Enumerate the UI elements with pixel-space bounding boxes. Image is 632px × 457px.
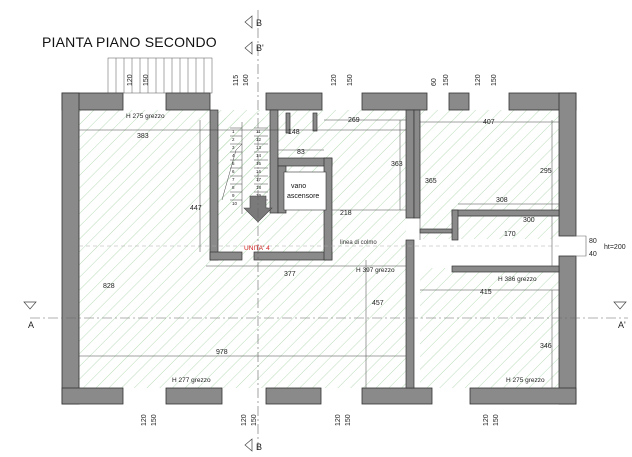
page-title: PIANTA PIANO SECONDO <box>42 34 217 50</box>
svg-text:120: 120 <box>127 74 134 86</box>
interior-walls <box>209 109 560 389</box>
svg-text:H 386 grezzo: H 386 grezzo <box>498 276 537 283</box>
svg-text:218: 218 <box>340 210 352 217</box>
section-a-left-label: A <box>28 320 34 330</box>
balcony-railing <box>107 57 213 94</box>
svg-text:160: 160 <box>243 74 250 86</box>
svg-text:363: 363 <box>391 161 403 168</box>
svg-text:170: 170 <box>504 231 516 238</box>
svg-text:115: 115 <box>233 75 240 86</box>
section-b-top-label: B <box>256 18 262 28</box>
svg-text:H 277 grezzo: H 277 grezzo <box>172 377 211 384</box>
svg-text:H 275 grezzo: H 275 grezzo <box>506 377 545 384</box>
svg-text:308: 308 <box>496 197 508 204</box>
svg-text:18: 18 <box>256 185 262 190</box>
svg-text:3: 3 <box>232 145 235 150</box>
svg-text:H 397 grezzo: H 397 grezzo <box>356 267 395 274</box>
section-markers <box>23 15 627 452</box>
svg-text:120: 120 <box>241 414 248 426</box>
lift-label-line2: ascensore <box>287 193 319 200</box>
svg-text:447: 447 <box>190 205 202 212</box>
svg-text:120: 120 <box>483 414 490 426</box>
top-window-dims: 120 150 115 160 120 150 60 150 120 150 <box>127 74 498 86</box>
svg-text:16: 16 <box>256 169 262 174</box>
room-fills <box>79 110 559 388</box>
svg-text:295: 295 <box>540 168 552 175</box>
svg-text:300: 300 <box>523 217 535 224</box>
svg-text:150: 150 <box>345 414 352 426</box>
svg-text:11: 11 <box>256 129 261 134</box>
svg-text:150: 150 <box>151 414 158 426</box>
svg-text:120: 120 <box>331 74 338 86</box>
svg-text:2: 2 <box>232 137 235 142</box>
section-a-right-label: A' <box>618 320 626 330</box>
svg-text:407: 407 <box>483 119 495 126</box>
svg-text:150: 150 <box>493 414 500 426</box>
svg-text:40: 40 <box>589 251 597 258</box>
svg-text:8: 8 <box>232 185 235 190</box>
svg-text:150: 150 <box>443 74 450 86</box>
dimension-lines <box>78 110 559 388</box>
svg-text:148: 148 <box>288 129 300 136</box>
svg-text:5: 5 <box>232 161 235 166</box>
svg-text:60: 60 <box>431 78 438 86</box>
svg-text:269: 269 <box>348 117 360 124</box>
svg-text:120: 120 <box>335 414 342 426</box>
svg-text:346: 346 <box>540 343 552 350</box>
svg-text:H 275 grezzo: H 275 grezzo <box>126 113 165 120</box>
svg-text:1: 1 <box>232 129 235 134</box>
unit-label: UNITA' 4 <box>244 245 270 252</box>
svg-text:4: 4 <box>232 153 235 158</box>
svg-text:15: 15 <box>256 161 262 166</box>
svg-text:978: 978 <box>216 349 228 356</box>
bottom-window-dims: 120 150 120 150 120 150 120 150 <box>141 414 500 426</box>
ridge-line-label: linea di colmo <box>340 240 377 246</box>
svg-text:377: 377 <box>284 271 296 278</box>
svg-text:19: 19 <box>256 193 262 198</box>
svg-text:7: 7 <box>232 177 235 182</box>
height-labels: H 275 grezzo H 397 grezzo H 386 grezzo H… <box>126 113 545 384</box>
exterior-walls <box>61 92 577 405</box>
svg-text:365: 365 <box>425 178 437 185</box>
svg-text:10: 10 <box>232 201 238 206</box>
svg-text:457: 457 <box>372 300 384 307</box>
svg-text:6: 6 <box>232 169 235 174</box>
svg-text:12: 12 <box>256 137 262 142</box>
svg-text:150: 150 <box>347 74 354 86</box>
svg-text:9: 9 <box>232 193 235 198</box>
lift-shaft <box>283 171 327 211</box>
svg-text:828: 828 <box>103 283 115 290</box>
svg-text:17: 17 <box>256 177 262 182</box>
dimension-labels: 383 447 828 978 148 269 83 363 218 377 4… <box>103 117 626 356</box>
svg-text:150: 150 <box>491 74 498 86</box>
svg-text:120: 120 <box>475 74 482 86</box>
svg-text:120: 120 <box>141 414 148 426</box>
svg-text:150: 150 <box>251 414 258 426</box>
lift-label-line1: vano <box>291 183 306 190</box>
svg-text:ht=200: ht=200 <box>604 244 626 251</box>
section-lines <box>30 10 628 450</box>
section-b-bottom-label: B <box>256 442 262 452</box>
svg-text:14: 14 <box>256 153 262 158</box>
section-b-prime-label: B' <box>256 43 264 53</box>
svg-text:150: 150 <box>143 74 150 86</box>
svg-text:383: 383 <box>137 133 149 140</box>
svg-text:83: 83 <box>297 149 305 156</box>
svg-text:415: 415 <box>480 289 492 296</box>
svg-text:13: 13 <box>256 145 262 150</box>
svg-text:80: 80 <box>589 238 597 245</box>
